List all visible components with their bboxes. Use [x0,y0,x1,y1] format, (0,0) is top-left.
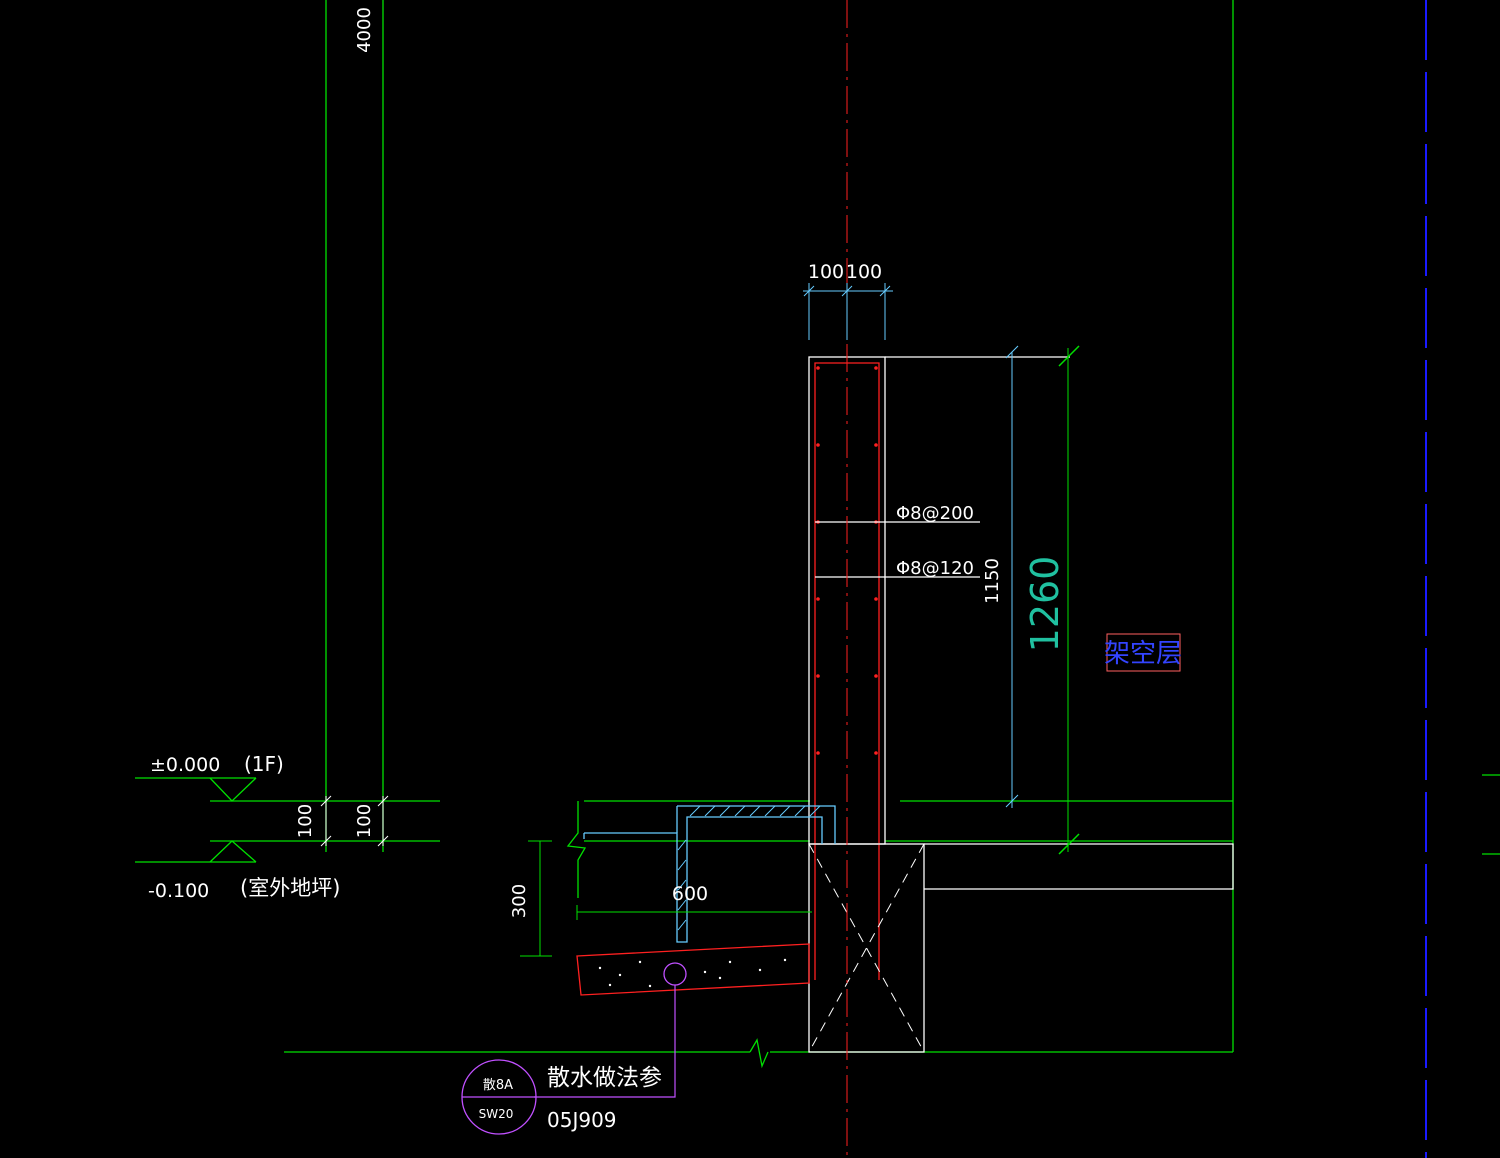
drain-pipe-symbol [663,962,687,986]
height-dims [1005,345,1080,855]
dim-600: 600 [672,883,708,905]
floor-tag: (1F) [244,752,284,776]
room-tag-frame [1106,633,1181,672]
rebar-label-1: Φ8@200 [896,503,974,524]
dim-1150: 1150 [982,558,1003,604]
elevation-ground: -0.100 [148,880,209,902]
dim-300: 300 [509,884,530,918]
floor-dimension-lines [320,795,389,847]
dim-100-right: 100 [846,261,882,283]
dim-4000: 4000 [354,7,375,53]
note-line-1: 散水做法参 [547,1065,662,1091]
elevation-markers [209,777,257,863]
apron-dims [520,840,812,957]
room-tag: 架空层 [1104,639,1182,669]
ground-tag: (室外地坪) [240,876,340,900]
dim-1260: 1260 [1023,556,1067,653]
dim-100-vert-1: 100 [295,804,316,838]
dim-100-vert-2: 100 [354,804,375,838]
note-line-2: 05J909 [547,1108,617,1132]
retaining-wall [808,356,1070,980]
apron-apron-slab [576,943,810,996]
wall-thickness-dims [803,283,893,340]
detail-leader [534,985,676,1098]
ground-slab [583,805,836,943]
rebar-label-2: Φ8@120 [896,558,974,579]
building-outline [135,0,1500,1069]
dim-100-left: 100 [808,261,844,283]
detail-top-text: 散8A [483,1078,513,1093]
elevation-zero: ±0.000 [150,754,220,776]
detail-bottom-text: SW20 [479,1107,514,1121]
footing [808,843,1234,1053]
